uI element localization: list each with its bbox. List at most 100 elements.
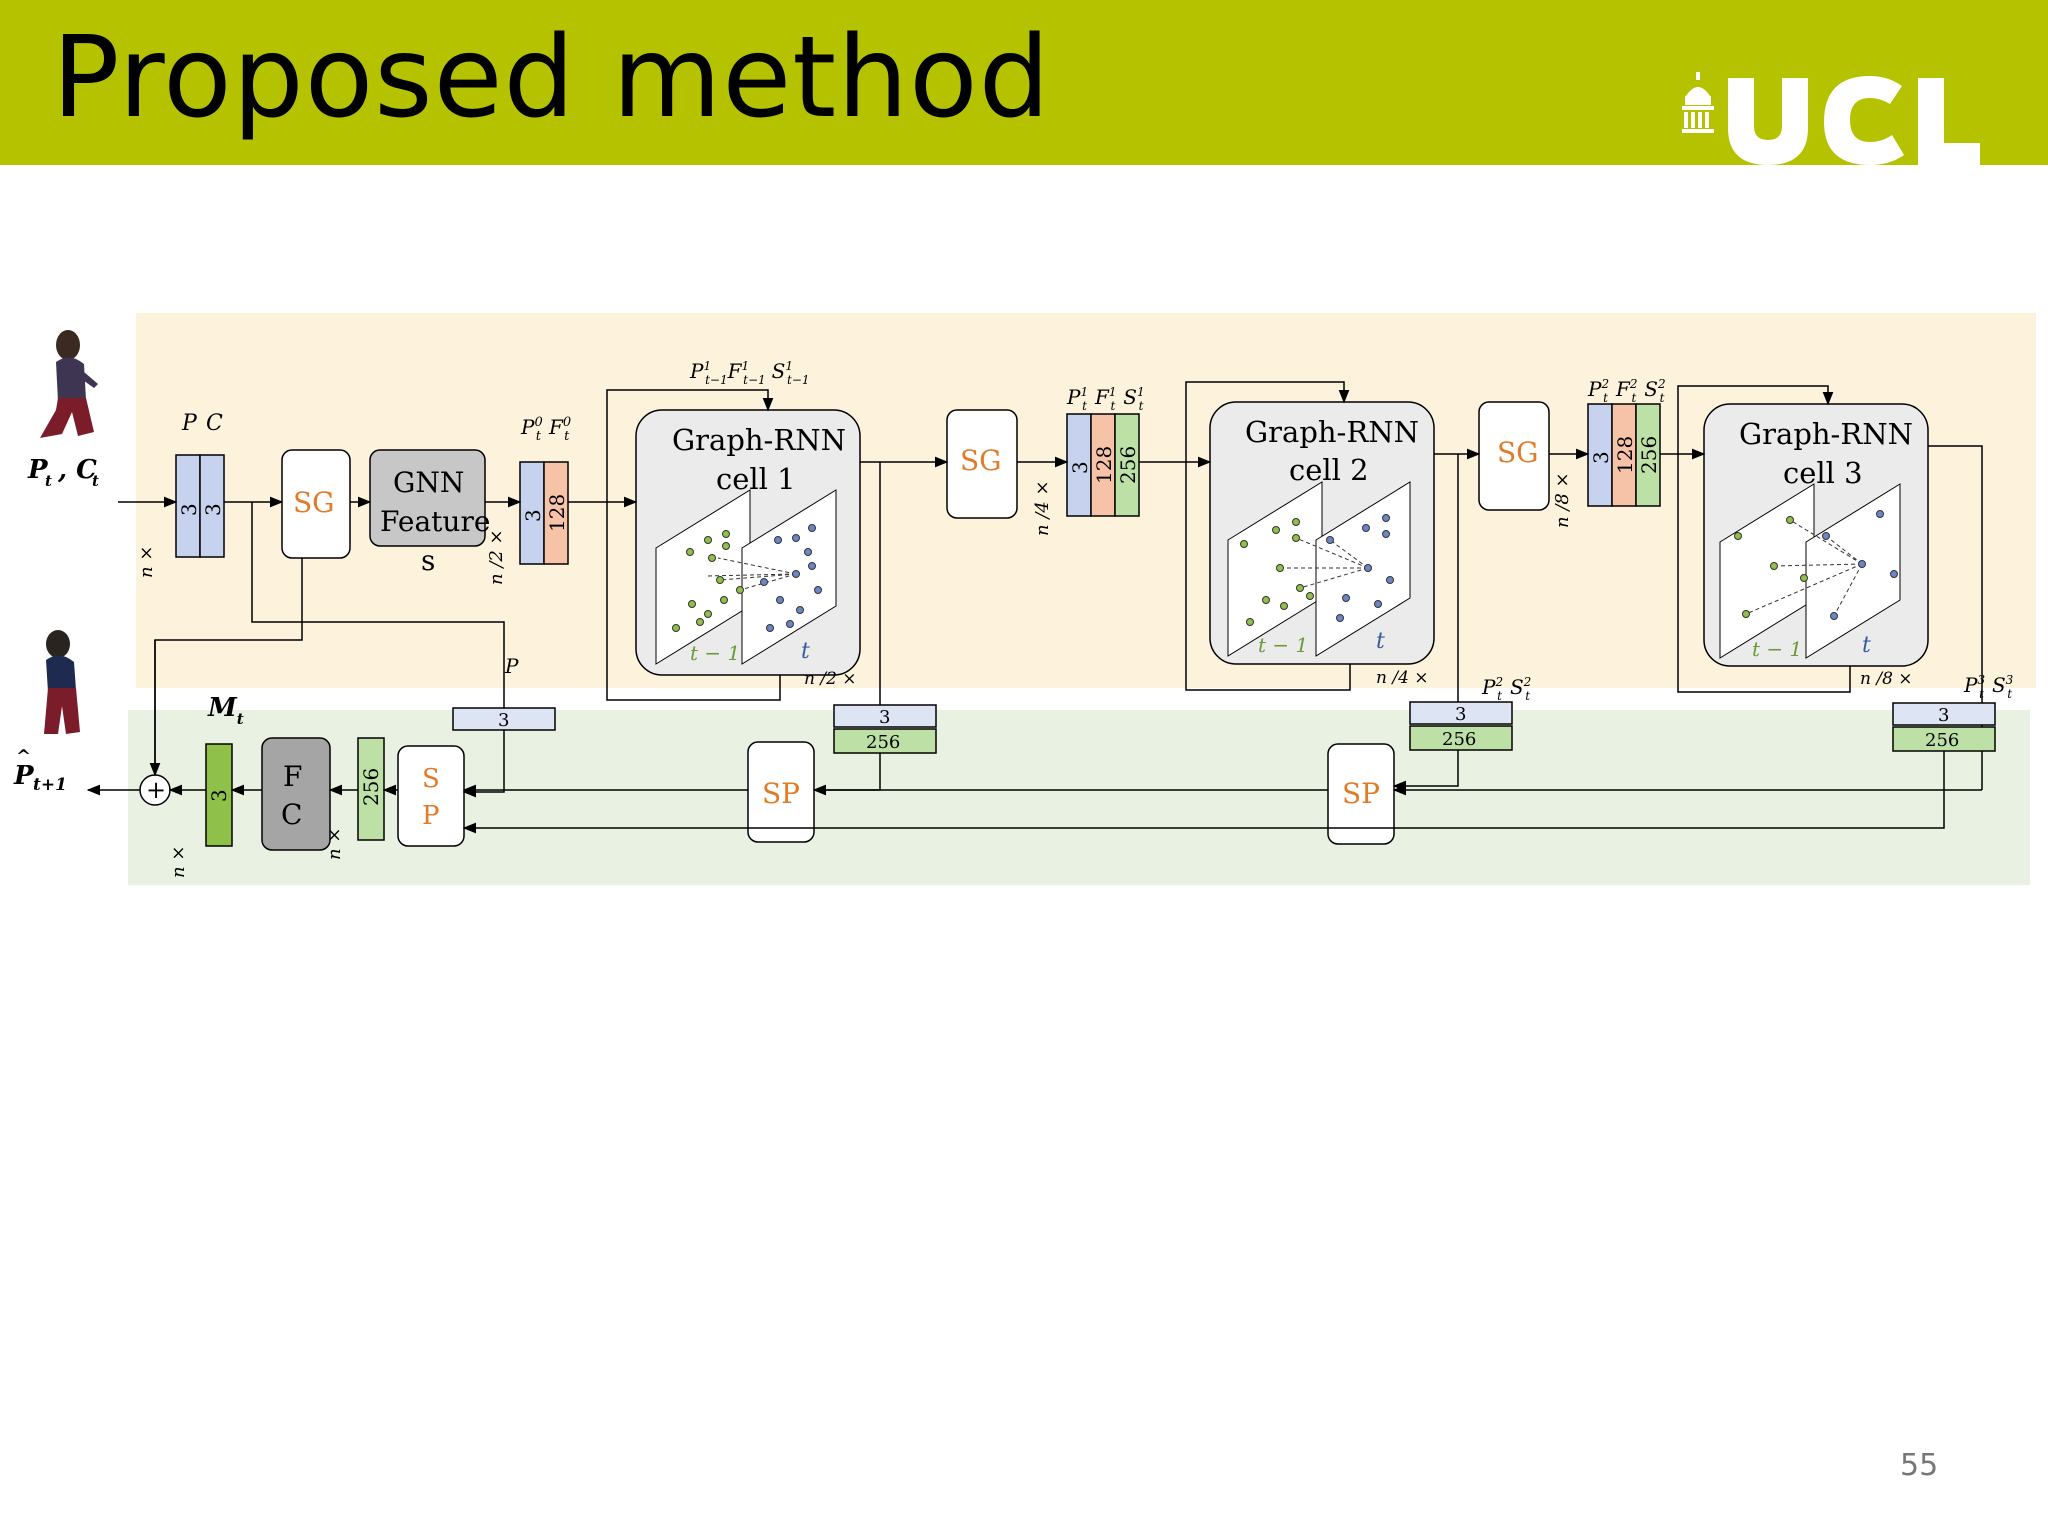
page-number: 55 [1900, 1448, 1939, 1483]
skip-block-3-bottom [1892, 726, 1996, 752]
ucl-dome-icon [1682, 72, 1714, 133]
skip-block-2-top [1409, 701, 1513, 725]
skip-block-1-top [833, 704, 937, 728]
gnn-label-line3: s [421, 544, 435, 577]
pt-block-label: P [504, 654, 519, 678]
block-p0f0-col2 [543, 461, 569, 565]
block-level1-n-label: n /4 × [1032, 480, 1053, 536]
fc-line2: C [281, 798, 302, 831]
block-level1-val1: 3 [1068, 461, 1092, 474]
cell2-plane-t [1315, 481, 1411, 657]
cell2-t-label: t [1376, 629, 1385, 654]
skip-block-1-bottom-val: 256 [866, 732, 900, 753]
ucl-wordmark [1728, 76, 1980, 165]
block-level2-col1 [1587, 403, 1613, 507]
mt-label: Mt [207, 693, 244, 728]
block-p0f0-val1: 3 [521, 509, 545, 522]
block-pc-val1: 3 [177, 503, 201, 516]
sp-final-line2: P [422, 801, 440, 831]
block-level2-val1: 3 [1589, 451, 1613, 464]
block-level1-col3 [1114, 413, 1140, 517]
cell3-plane-t [1805, 483, 1901, 659]
output-label: P [13, 761, 35, 791]
block-256-val: 256 [359, 768, 383, 806]
plus-symbol: + [146, 776, 166, 804]
cell2-label-line1: Graph-RNN [1245, 415, 1419, 449]
cell1-t-label: t [801, 639, 810, 664]
skip-block-1-bottom [833, 728, 937, 754]
output-hat: ^ [16, 746, 31, 767]
sg-label-2: SG [960, 444, 1002, 477]
block-pc-label-c: C [206, 411, 223, 436]
out-n-label: n × [168, 846, 189, 878]
skip-block-2-top-val: 3 [1455, 704, 1466, 725]
cell1-plane-t [741, 489, 837, 665]
cell2-points [1240, 514, 1394, 626]
cell1-label-line2: cell 1 [716, 462, 796, 496]
block-level2-val2: 128 [1613, 436, 1637, 474]
fc-box [261, 737, 331, 851]
cell1-tm1-label: t − 1 [690, 641, 740, 665]
block-level2-n-label: n /8 × [1552, 472, 1573, 528]
skip-block-3-top-val: 3 [1938, 705, 1949, 726]
cell2-n-label: n /4 × [1376, 668, 1429, 688]
block-p0f0-col1 [519, 461, 545, 565]
ucl-logo [1682, 72, 1980, 165]
person-figure-input [40, 330, 98, 438]
input-label-ct: , C [57, 455, 97, 485]
block-pc-label-p: P [181, 411, 198, 436]
gnn-label-line1: GNN [393, 466, 464, 499]
input-label-ct-sub: t [92, 472, 99, 490]
sp-box-final [397, 745, 465, 847]
encoder-connectors [118, 381, 1983, 790]
skip-block-2-bottom [1409, 725, 1513, 751]
input-label-pt-sub: t [45, 472, 52, 490]
output-label-sub: t+1 [33, 775, 67, 795]
skip-block-3-top [1892, 702, 1996, 726]
cell2-tm1-label: t − 1 [1258, 633, 1308, 657]
sg-label-1: SG [293, 486, 335, 519]
block-p0f0-n-label: n /2 × [486, 529, 507, 585]
cell3-points [1734, 510, 1898, 620]
person-figure-output [44, 630, 80, 734]
cell1-n-label: n /2 × [804, 669, 857, 689]
cell1-label-line1: Graph-RNN [672, 423, 846, 457]
slide-title: Proposed method [52, 13, 1051, 143]
cell3-label-line2: cell 3 [1783, 456, 1863, 490]
skip-block-2-bottom-val: 256 [1442, 729, 1476, 750]
block-p0f0-val2: 128 [545, 494, 569, 532]
cell3-n-label: n /8 × [1860, 669, 1913, 689]
block-level1-col1 [1066, 413, 1092, 517]
block-256 [357, 737, 385, 841]
block-pc-val2: 3 [201, 503, 225, 516]
header-band: Proposed method [0, 0, 2048, 165]
input-label-pt: P [27, 455, 49, 485]
cell1-points [672, 524, 822, 632]
sp-final-line1: S [422, 764, 440, 794]
block-out-3-val: 3 [207, 789, 231, 802]
cell3-t-label: t [1862, 633, 1871, 658]
skip-block-3-bottom-val: 256 [1925, 730, 1959, 751]
pt-block-val: 3 [498, 710, 509, 731]
block-pc-col2 [199, 454, 225, 558]
skip-block-1-top-val: 3 [879, 707, 890, 728]
input-n-label: n × [136, 546, 157, 578]
decoder-connectors [86, 640, 1982, 834]
cell2-label-line2: cell 2 [1289, 453, 1369, 487]
sg-label-3: SG [1497, 436, 1539, 469]
cell3-label-line1: Graph-RNN [1739, 417, 1913, 451]
cell3-tm1-label: t − 1 [1752, 637, 1802, 661]
block-level2-val3: 256 [1637, 436, 1661, 474]
fc-line1: F [283, 760, 302, 793]
sp-label-2: SP [1342, 777, 1380, 810]
gnn-label-line2: Feature [380, 505, 490, 538]
block-pc-col1 [175, 454, 201, 558]
block-level2-col2 [1611, 403, 1637, 507]
sp-label-1: SP [762, 777, 800, 810]
block-level2-col3 [1635, 403, 1661, 507]
header-background [0, 0, 2048, 165]
